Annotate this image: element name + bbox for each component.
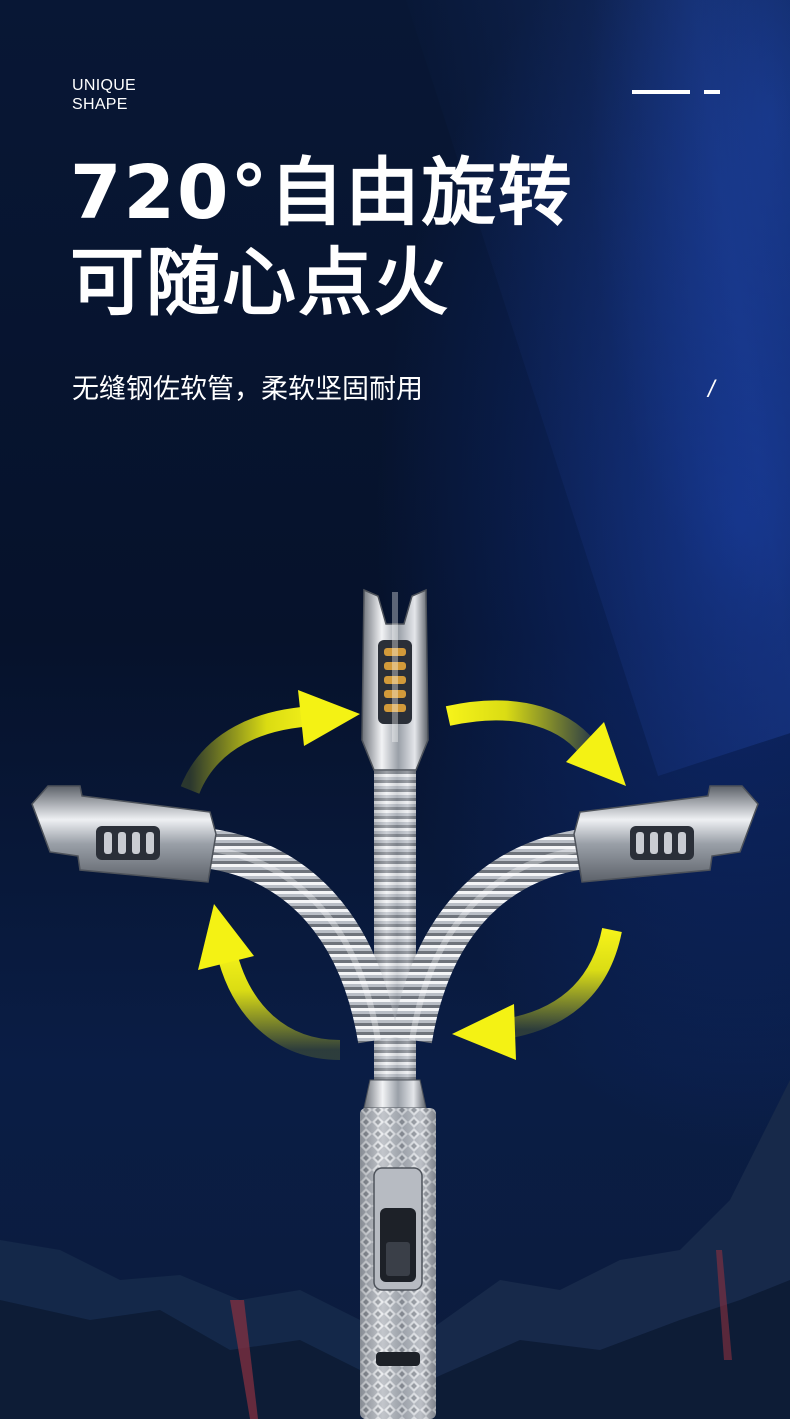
lighter-handle bbox=[360, 1079, 436, 1419]
tag-line-2: SHAPE bbox=[72, 96, 128, 113]
rotation-arrows-icon bbox=[180, 690, 626, 1060]
page-title: 720°自由旋转 可随心点火 bbox=[70, 148, 573, 328]
straight-neck bbox=[374, 760, 416, 1090]
left-nozzle-head bbox=[31, 785, 217, 883]
deco-line-long bbox=[632, 90, 690, 94]
title-line-2: 可随心点火 bbox=[70, 240, 450, 326]
mountain-silhouette bbox=[0, 1080, 790, 1419]
right-bent-neck bbox=[392, 828, 593, 1044]
deco-line-short bbox=[704, 90, 720, 94]
title-line-1: 720°自由旋转 bbox=[70, 150, 574, 236]
right-nozzle-head bbox=[573, 785, 759, 883]
product-illustration bbox=[0, 588, 790, 1419]
decorative-lines bbox=[632, 90, 722, 94]
tag-label: UNIQUE SHAPE bbox=[72, 76, 136, 114]
top-nozzle-head bbox=[361, 588, 429, 771]
left-bent-neck bbox=[202, 828, 398, 1044]
slash-mark: / bbox=[708, 376, 715, 403]
subtitle: 无缝钢佐软管，柔软坚固耐用 bbox=[72, 374, 423, 405]
tag-line-1: UNIQUE bbox=[72, 77, 137, 94]
